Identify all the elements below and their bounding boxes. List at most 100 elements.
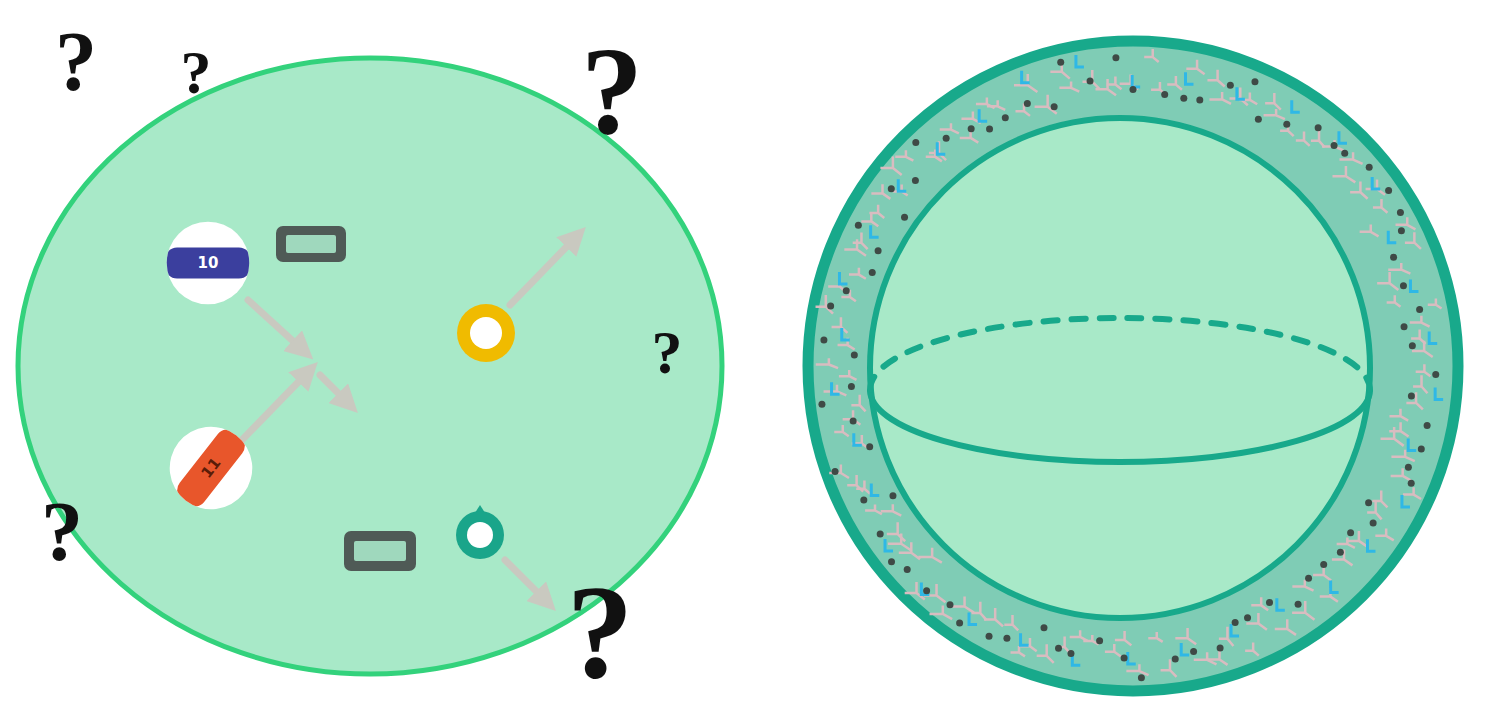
membrane-protein bbox=[937, 142, 945, 154]
membrane-squiggle bbox=[940, 123, 959, 133]
membrane-dot bbox=[923, 587, 930, 594]
membrane-dot bbox=[850, 418, 857, 425]
membrane-dot bbox=[1416, 306, 1423, 313]
membrane-dot bbox=[1397, 209, 1404, 216]
membrane-protein bbox=[1435, 388, 1443, 400]
membrane-dot bbox=[1385, 187, 1392, 194]
membrane-squiggle bbox=[960, 130, 979, 143]
membrane-squiggle bbox=[1209, 92, 1231, 104]
question-mark: ? bbox=[41, 490, 83, 574]
membrane-protein bbox=[969, 613, 977, 625]
membrane-dot bbox=[1244, 614, 1251, 621]
membrane-protein bbox=[1181, 643, 1189, 655]
membrane-dot bbox=[901, 214, 908, 221]
membrane-squiggle bbox=[1095, 79, 1116, 95]
membrane-squiggle bbox=[1332, 166, 1355, 182]
membrane-dot bbox=[1087, 78, 1094, 85]
membrane-squiggle bbox=[1405, 232, 1421, 249]
membrane-dot bbox=[1057, 59, 1064, 66]
membrane-dot bbox=[1320, 561, 1327, 568]
membrane-dot bbox=[1398, 227, 1405, 234]
sphere-outer bbox=[808, 41, 1458, 691]
membrane-dot bbox=[820, 337, 827, 344]
membrane-squiggle bbox=[1126, 664, 1148, 675]
membrane-protein bbox=[1367, 539, 1375, 551]
membrane-dot bbox=[869, 269, 876, 276]
membrane-dot bbox=[1172, 656, 1179, 663]
membrane-protein bbox=[1076, 55, 1084, 67]
membrane-squiggle bbox=[924, 584, 946, 602]
membrane-squiggle bbox=[881, 504, 902, 515]
membrane-protein bbox=[1339, 131, 1347, 143]
question-mark: ? bbox=[55, 20, 97, 104]
membrane-protein bbox=[1132, 75, 1140, 87]
membrane-dot bbox=[1366, 164, 1373, 171]
membrane-squiggle bbox=[1320, 588, 1338, 602]
membrane-dot bbox=[1129, 86, 1136, 93]
membrane-protein bbox=[1402, 495, 1410, 507]
membrane-dot bbox=[1418, 445, 1425, 452]
membrane-dot bbox=[1390, 254, 1397, 261]
membrane-squiggle bbox=[865, 504, 882, 514]
membrane-squiggle bbox=[871, 184, 890, 199]
membrane-protein bbox=[842, 328, 850, 340]
membrane-dot bbox=[912, 139, 919, 146]
membrane-squiggle bbox=[1105, 644, 1121, 656]
membrane-protein bbox=[854, 433, 862, 445]
membrane-squiggle bbox=[853, 233, 868, 249]
membrane-dot bbox=[1424, 422, 1431, 429]
membrane-squiggle bbox=[895, 150, 913, 160]
membrane-protein bbox=[979, 109, 987, 121]
membrane-squiggle bbox=[839, 370, 857, 380]
membrane-protein bbox=[1429, 332, 1437, 344]
membrane-squiggle bbox=[861, 213, 878, 226]
membrane-squiggle bbox=[869, 205, 884, 218]
membrane-dot bbox=[832, 468, 839, 475]
membrane-dot bbox=[1370, 519, 1377, 526]
membrane-squiggle bbox=[843, 410, 861, 424]
membrane-dot bbox=[956, 620, 963, 627]
membrane-squiggle bbox=[1292, 580, 1313, 591]
membrane-dot bbox=[1315, 124, 1322, 131]
membrane-protein bbox=[921, 582, 929, 594]
membrane-squiggle bbox=[1389, 409, 1408, 421]
membrane-dot bbox=[1161, 91, 1168, 98]
membrane-squiggle bbox=[1082, 70, 1099, 89]
membrane-squiggle bbox=[851, 395, 865, 412]
membrane-dot bbox=[843, 287, 850, 294]
membrane-dot bbox=[1295, 601, 1302, 608]
membrane-dot bbox=[1283, 121, 1290, 128]
membrane-dot bbox=[1401, 323, 1408, 330]
arrow bbox=[242, 235, 578, 603]
membrane-dot bbox=[889, 492, 896, 499]
membrane-dot bbox=[1432, 371, 1439, 378]
membrane-dot bbox=[1051, 103, 1058, 110]
membrane-dot bbox=[904, 566, 911, 573]
membrane-dot bbox=[1196, 96, 1203, 103]
membrane-dot bbox=[1400, 282, 1407, 289]
membrane-dot bbox=[1347, 529, 1354, 536]
membrane-squiggle bbox=[1275, 619, 1296, 635]
membrane-squiggle bbox=[1360, 224, 1379, 236]
membrane-dot bbox=[855, 222, 862, 229]
membrane-dot bbox=[1121, 654, 1128, 661]
membrane-squiggle bbox=[1396, 217, 1416, 229]
membrane-squiggle bbox=[984, 608, 1003, 626]
membrane-dot bbox=[1341, 150, 1348, 157]
membrane-squiggle bbox=[1388, 263, 1410, 274]
membrane-protein bbox=[898, 179, 906, 191]
membrane-protein bbox=[1372, 177, 1380, 189]
membrane-dot bbox=[860, 497, 867, 504]
membrane-dot bbox=[1408, 393, 1415, 400]
membrane-dot bbox=[912, 177, 919, 184]
membrane-squiggle bbox=[1004, 615, 1018, 630]
membrane-squiggle bbox=[987, 100, 1005, 110]
membrane-squiggle bbox=[1230, 87, 1248, 105]
membrane-squiggle bbox=[1413, 375, 1427, 393]
membrane-squiggle bbox=[1194, 652, 1217, 664]
membrane-squiggle bbox=[1373, 199, 1388, 213]
membrane-protein bbox=[1128, 652, 1136, 664]
membrane-squiggle bbox=[1313, 566, 1331, 580]
question-mark: ? bbox=[567, 565, 634, 699]
